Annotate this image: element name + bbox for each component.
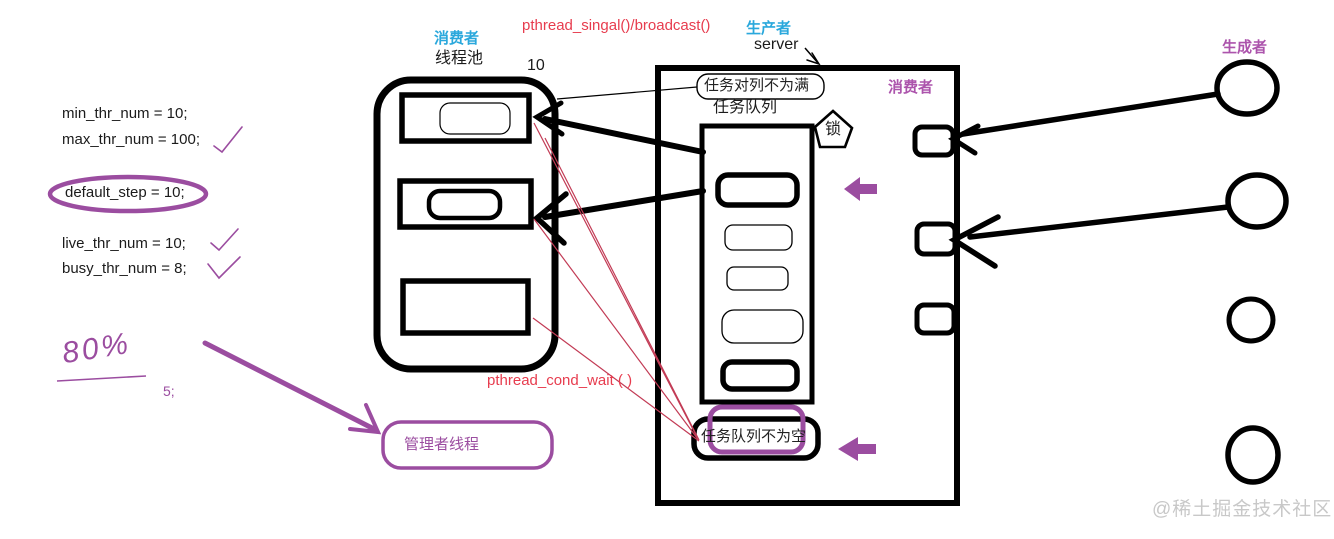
queue-not-empty-box	[691, 416, 821, 461]
code-line-live-thr: live_thr_num = 10;	[62, 235, 186, 252]
consumer-label-server: 消费者	[888, 79, 934, 96]
manager-arrow-head	[348, 403, 382, 435]
task-queue-title: 任务队列	[713, 99, 778, 116]
code-line-min-thr: min_thr_num = 10;	[62, 105, 188, 122]
worker-slot-3	[400, 278, 531, 336]
checkmark-max-thr	[213, 126, 243, 154]
producer-label-top: 生产者	[746, 20, 792, 37]
producers-label: 生成者	[1222, 39, 1268, 56]
server-box	[655, 65, 960, 506]
dispatch-arrow-head-1	[532, 100, 565, 137]
task-item-5	[720, 359, 800, 392]
consumer-slot-2	[914, 221, 958, 257]
consumer-slot-1	[912, 124, 956, 158]
cond-wait-api-label: pthread_cond_wait ( )	[487, 372, 633, 389]
worker-slot-2	[397, 178, 534, 230]
server-label: server	[754, 36, 799, 53]
producer-arrow-head-2	[948, 214, 1001, 269]
lock-label: 锁	[825, 121, 842, 138]
code-line-busy-thr: busy_thr_num = 8;	[62, 260, 187, 277]
checkmark-busy-thr	[207, 256, 241, 280]
cond-wait-line-2	[544, 137, 700, 441]
producer-arrow-line-2	[967, 204, 1231, 240]
default-step-highlight-ellipse	[47, 174, 209, 214]
queue-not-full-label: 任务对列不为满	[704, 77, 810, 94]
manager-arrow-line	[202, 340, 377, 432]
producer-circle-4	[1225, 425, 1281, 485]
worker-task-2	[426, 188, 503, 221]
cond-wait-line-3	[533, 218, 698, 439]
queue-not-full-leader-line	[556, 86, 698, 100]
cond-wait-line-4	[532, 317, 700, 442]
cond-wait-line-1	[533, 122, 699, 440]
worker-task-1	[439, 102, 511, 135]
code-line-default-step: default_step = 10;	[65, 184, 185, 201]
producer-circle-2	[1225, 172, 1289, 230]
queue-in-arrow	[844, 177, 877, 201]
thread-pool-container	[373, 76, 559, 373]
dispatch-arrow-head-2	[532, 191, 569, 246]
task-item-2	[724, 224, 793, 251]
worker-slot-1	[399, 92, 532, 144]
lock-pentagon	[813, 109, 854, 149]
signal-api-label: pthread_singal()/broadcast()	[522, 17, 711, 34]
thread-pool-role-label: 消费者	[434, 30, 480, 47]
thread-pool-count: 10	[527, 57, 545, 74]
thread-pool-title: 线程池	[435, 50, 484, 67]
producer-circle-3	[1226, 296, 1276, 344]
server-label-arrow-line	[804, 47, 819, 64]
step-note: 5;	[163, 383, 175, 399]
task-item-3	[726, 266, 789, 291]
queue-not-empty-label: 任务队列不为空	[701, 428, 807, 445]
manager-thread-label: 管理者线程	[404, 436, 480, 453]
watermark-text: @稀土掘金技术社区	[1152, 499, 1333, 520]
task-queue-rect	[699, 123, 815, 405]
queue-not-full-outline	[696, 73, 825, 100]
producer-arrow-line-1	[960, 91, 1221, 137]
producer-circle-1	[1214, 59, 1280, 117]
queue-out-arrow	[838, 437, 876, 461]
task-item-4	[721, 309, 804, 344]
checkmark-live-thr	[210, 228, 239, 252]
queue-not-empty-highlight	[707, 404, 806, 455]
producer-arrow-head-1	[948, 123, 981, 156]
dispatch-arrow-line-2	[542, 188, 706, 220]
manager-thread-box	[381, 420, 554, 470]
server-label-arrow-head	[806, 52, 821, 66]
code-line-max-thr: max_thr_num = 100;	[62, 131, 200, 148]
percent-underline	[56, 375, 147, 382]
dispatch-arrow-line-1	[542, 116, 706, 155]
consumer-slot-3	[914, 302, 957, 336]
task-item-1	[715, 172, 800, 208]
